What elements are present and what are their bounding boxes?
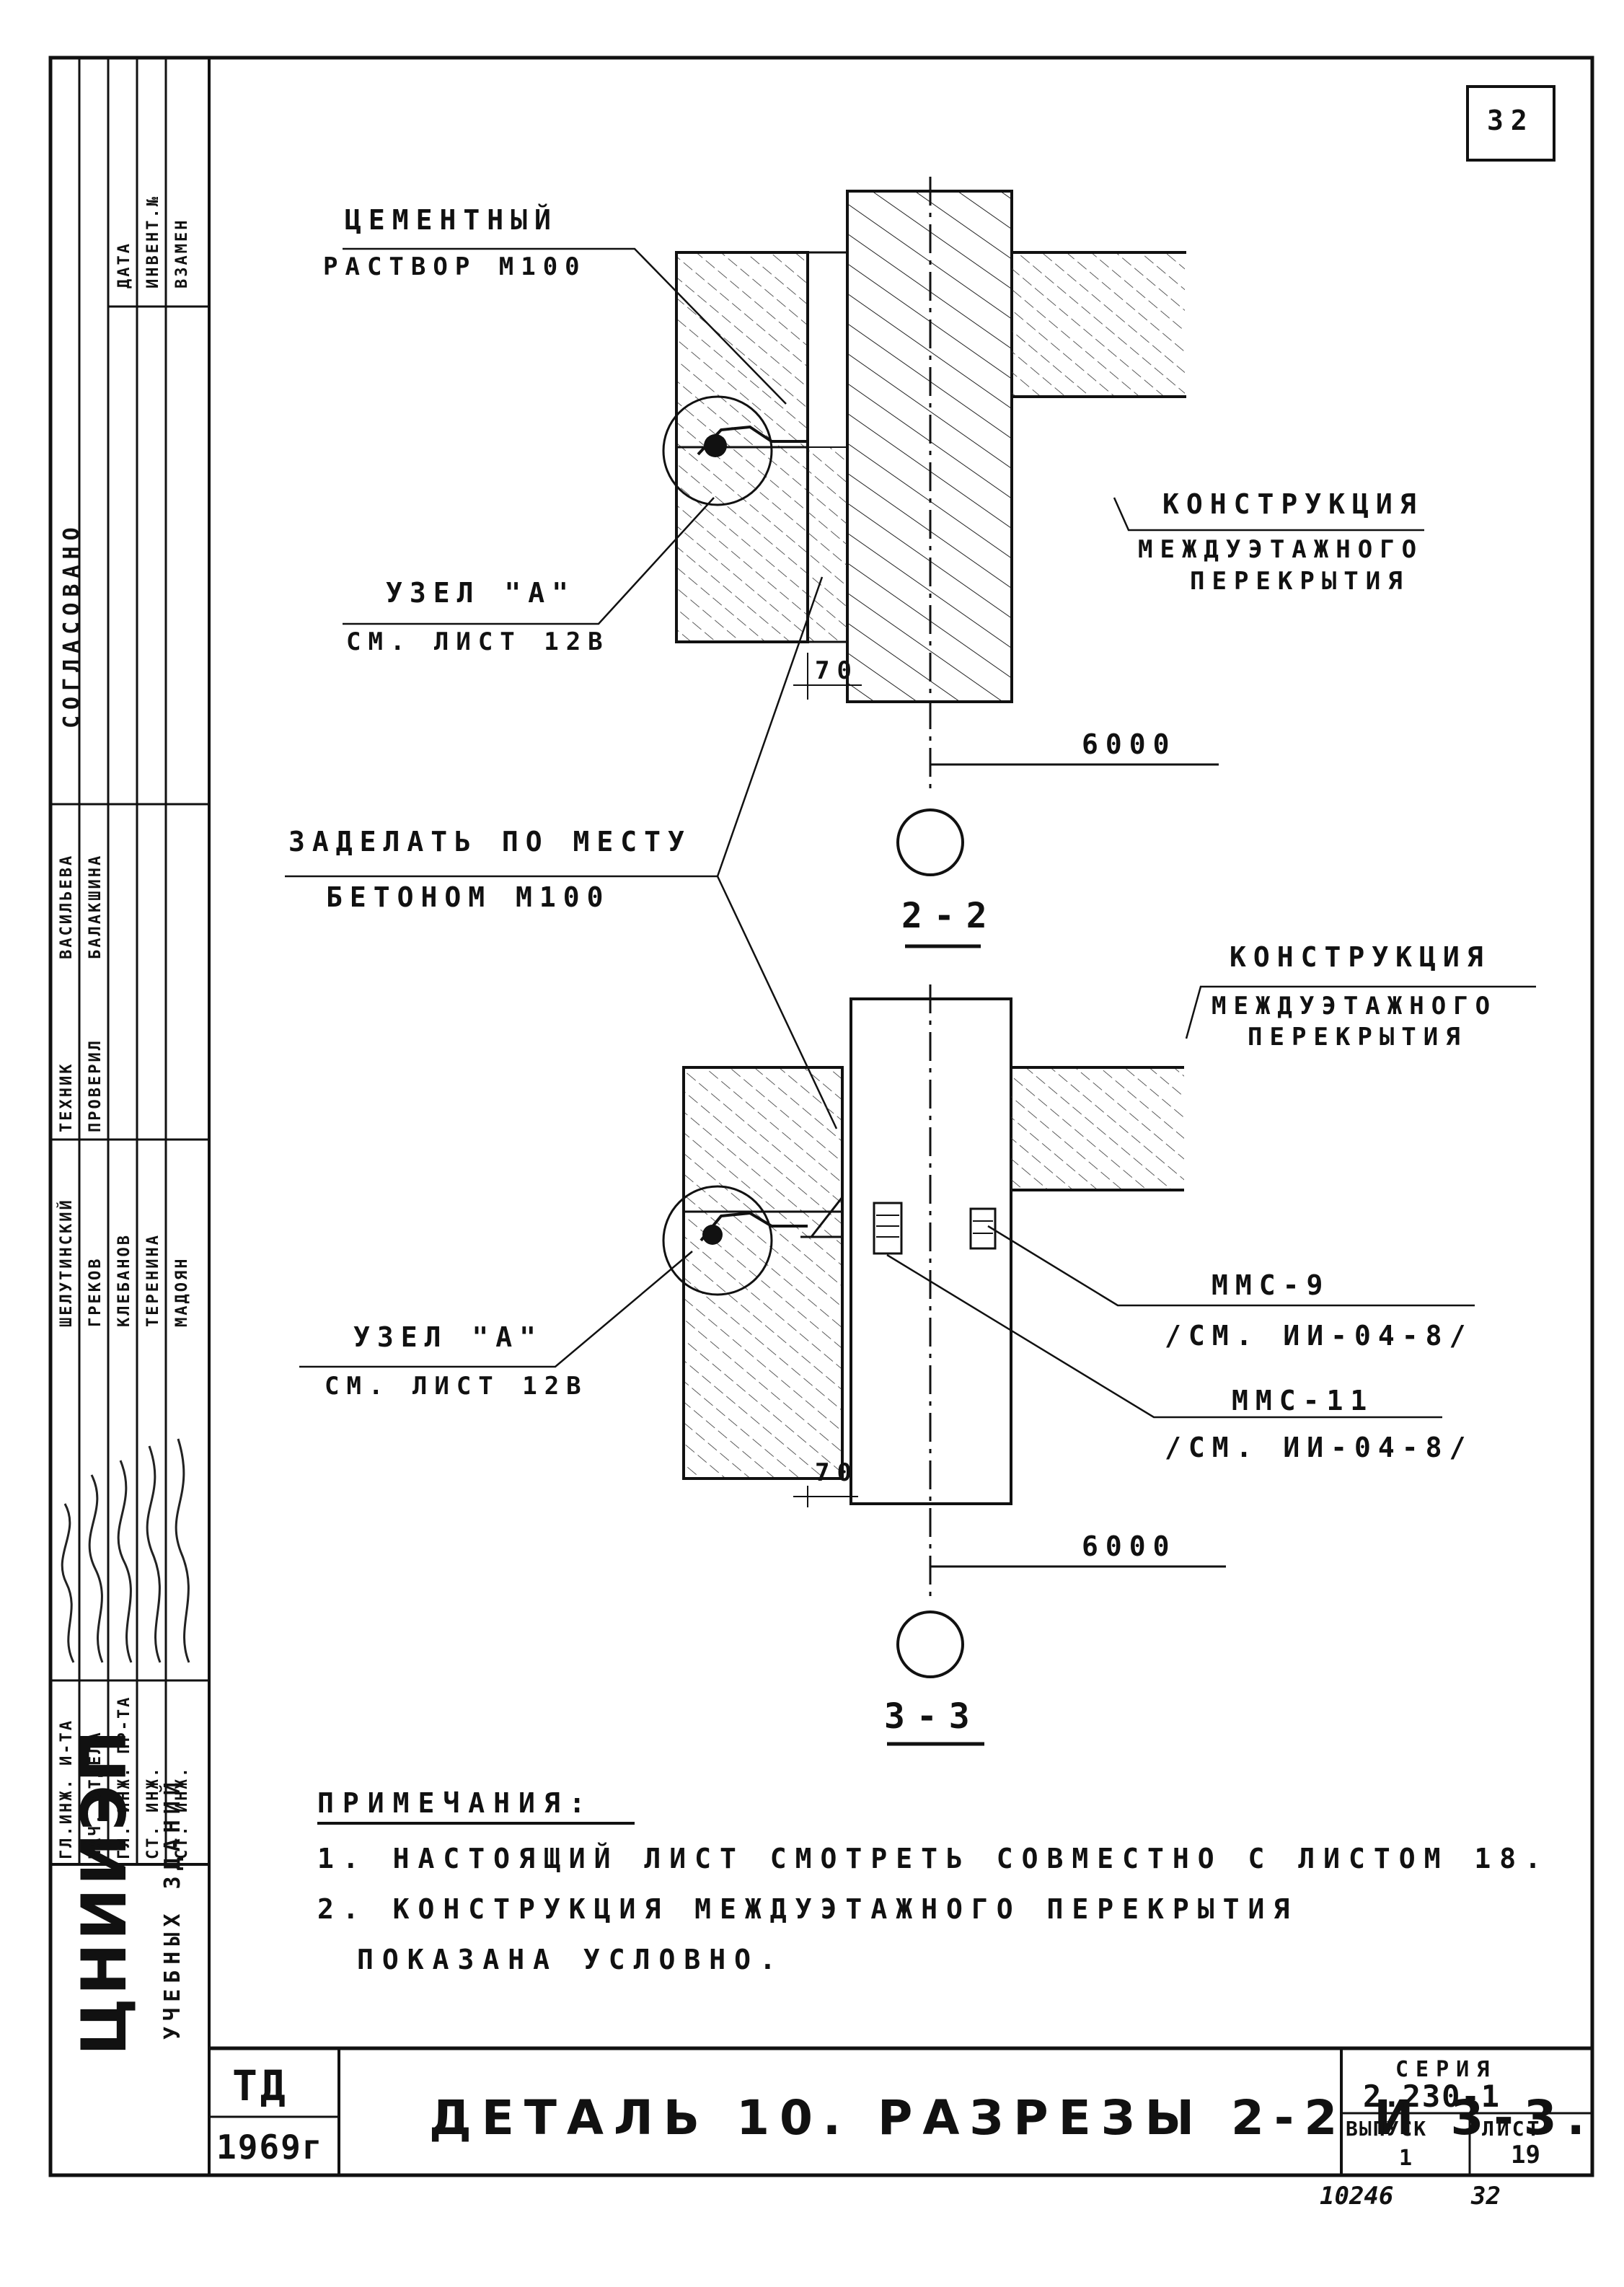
approval-1-role: ТЕХНИК — [58, 1062, 76, 1132]
inventory-number: 10246 — [1320, 2182, 1394, 2211]
label-fill-concrete-line2: БЕТОНОМ М100 — [326, 881, 611, 913]
note-item-1: 1. НАСТОЯЩИЙ ЛИСТ СМОТРЕТЬ СОВМЕСТНО С Л… — [317, 1843, 1550, 1874]
label-floor-2-2-line2: МЕЖДУЭТАЖНОГО — [1138, 535, 1424, 564]
label-node-a-2-2: УЗЕЛ "А" — [386, 577, 576, 609]
section-title-2-2: 2-2 — [901, 896, 999, 936]
role-2: НАЧ. ОТДЕЛА — [87, 1730, 105, 1859]
role-3: ГЛ. ИНЖ. ПР-ТА — [115, 1695, 133, 1859]
name-1: ШЕЛУТИНСКИЙ — [58, 1198, 76, 1327]
series-label: СЕРИЯ — [1395, 2057, 1497, 2082]
dimension-70-3-3: 70 — [815, 1458, 859, 1487]
label-floor-2-2-line1: КОНСТРУКЦИЯ — [1162, 488, 1424, 520]
label-node-a-ref-2-2: СМ. ЛИСТ 12В — [346, 627, 610, 656]
title-block-td: ТД — [232, 2061, 288, 2110]
approval-1-name: ВАСИЛЬЕВА — [58, 853, 76, 959]
label-mmc-11-line1: ММС-11 — [1232, 1385, 1374, 1416]
name-3: КЛЕБАНОВ — [115, 1233, 133, 1327]
label-mmc-9-line1: ММС-9 — [1212, 1269, 1330, 1301]
approval-2-role: ПРОВЕРИЛ — [87, 1039, 105, 1132]
section-2-2-geometry — [285, 177, 1424, 1129]
side-strip-grid — [50, 58, 209, 1864]
notes-heading: ПРИМЕЧАНИЯ: — [317, 1787, 594, 1819]
approval-2-name: БАЛАКШИНА — [87, 853, 105, 959]
dimension-70-2-2: 70 — [815, 656, 859, 685]
dimension-6000-3-3: 6000 — [1082, 1530, 1177, 1562]
sheet-number-corner: 32 — [1487, 105, 1535, 136]
dimension-6000-2-2: 6000 — [1082, 728, 1177, 760]
role-1: ГЛ.ИНЖ. И-ТА — [58, 1719, 76, 1859]
section-3-3-geometry — [299, 984, 1536, 1746]
agreed-label: СОГЛАСОВАНО — [59, 521, 84, 728]
label-floor-3-3-line1: КОНСТРУКЦИЯ — [1230, 941, 1491, 973]
col-date: ДАТА — [115, 242, 133, 288]
role-5: СТ. ИНЖ. — [173, 1766, 191, 1859]
col-inventory: ИНВЕНТ.№ — [144, 195, 162, 288]
name-2: ГРЕКОВ — [87, 1256, 105, 1327]
label-node-a-3-3: УЗЕЛ "А" — [353, 1321, 544, 1353]
sheet-frame — [48, 56, 1594, 2177]
page-number: 32 — [1471, 2182, 1501, 2211]
role-4: СТ. ИНЖ. — [144, 1766, 162, 1859]
name-4: ТЕРЕНИНА — [144, 1233, 162, 1327]
label-mmc-9-line2: /СМ. ИИ-04-8/ — [1165, 1320, 1473, 1352]
section-title-3-3: 3-3 — [884, 1696, 981, 1737]
label-mortar-line1: ЦЕМЕНТНЫЙ — [345, 204, 558, 236]
name-5: МАДОЯН — [173, 1256, 191, 1327]
issue-value: 1 — [1399, 2146, 1413, 2171]
sheet-label: ЛИСТ — [1482, 2117, 1543, 2141]
label-floor-2-2-line3: ПЕРЕКРЫТИЯ — [1190, 567, 1410, 596]
note-item-2-line2: ПОКАЗАНА УСЛОВНО. — [357, 1944, 785, 1975]
label-mortar-line2: РАСТВОР М100 — [323, 252, 587, 281]
drawing-title: ДЕТАЛЬ 10. РАЗРЕЗЫ 2-2 И 3-3. — [429, 2090, 1595, 2146]
signatures — [61, 1438, 190, 1663]
title-block-year: 1969г — [216, 2128, 324, 2167]
series-value: 2.230-1 — [1363, 2079, 1501, 2114]
sheet-value: 19 — [1511, 2141, 1540, 2169]
label-fill-concrete-line1: ЗАДЕЛАТЬ ПО МЕСТУ — [288, 826, 692, 858]
label-floor-3-3-line2: МЕЖДУЭТАЖНОГО — [1212, 992, 1498, 1021]
note-item-2-line1: 2. КОНСТРУКЦИЯ МЕЖДУЭТАЖНОГО ПЕРЕКРЫТИЯ — [317, 1893, 1299, 1925]
label-floor-3-3-line3: ПЕРЕКРЫТИЯ — [1248, 1023, 1468, 1052]
col-replaces: ВЗАМЕН — [173, 218, 191, 288]
label-mmc-11-line2: /СМ. ИИ-04-8/ — [1165, 1432, 1473, 1463]
issue-label: ВЫПУСК — [1346, 2117, 1428, 2141]
label-node-a-ref-3-3: СМ. ЛИСТ 12В — [325, 1372, 588, 1401]
